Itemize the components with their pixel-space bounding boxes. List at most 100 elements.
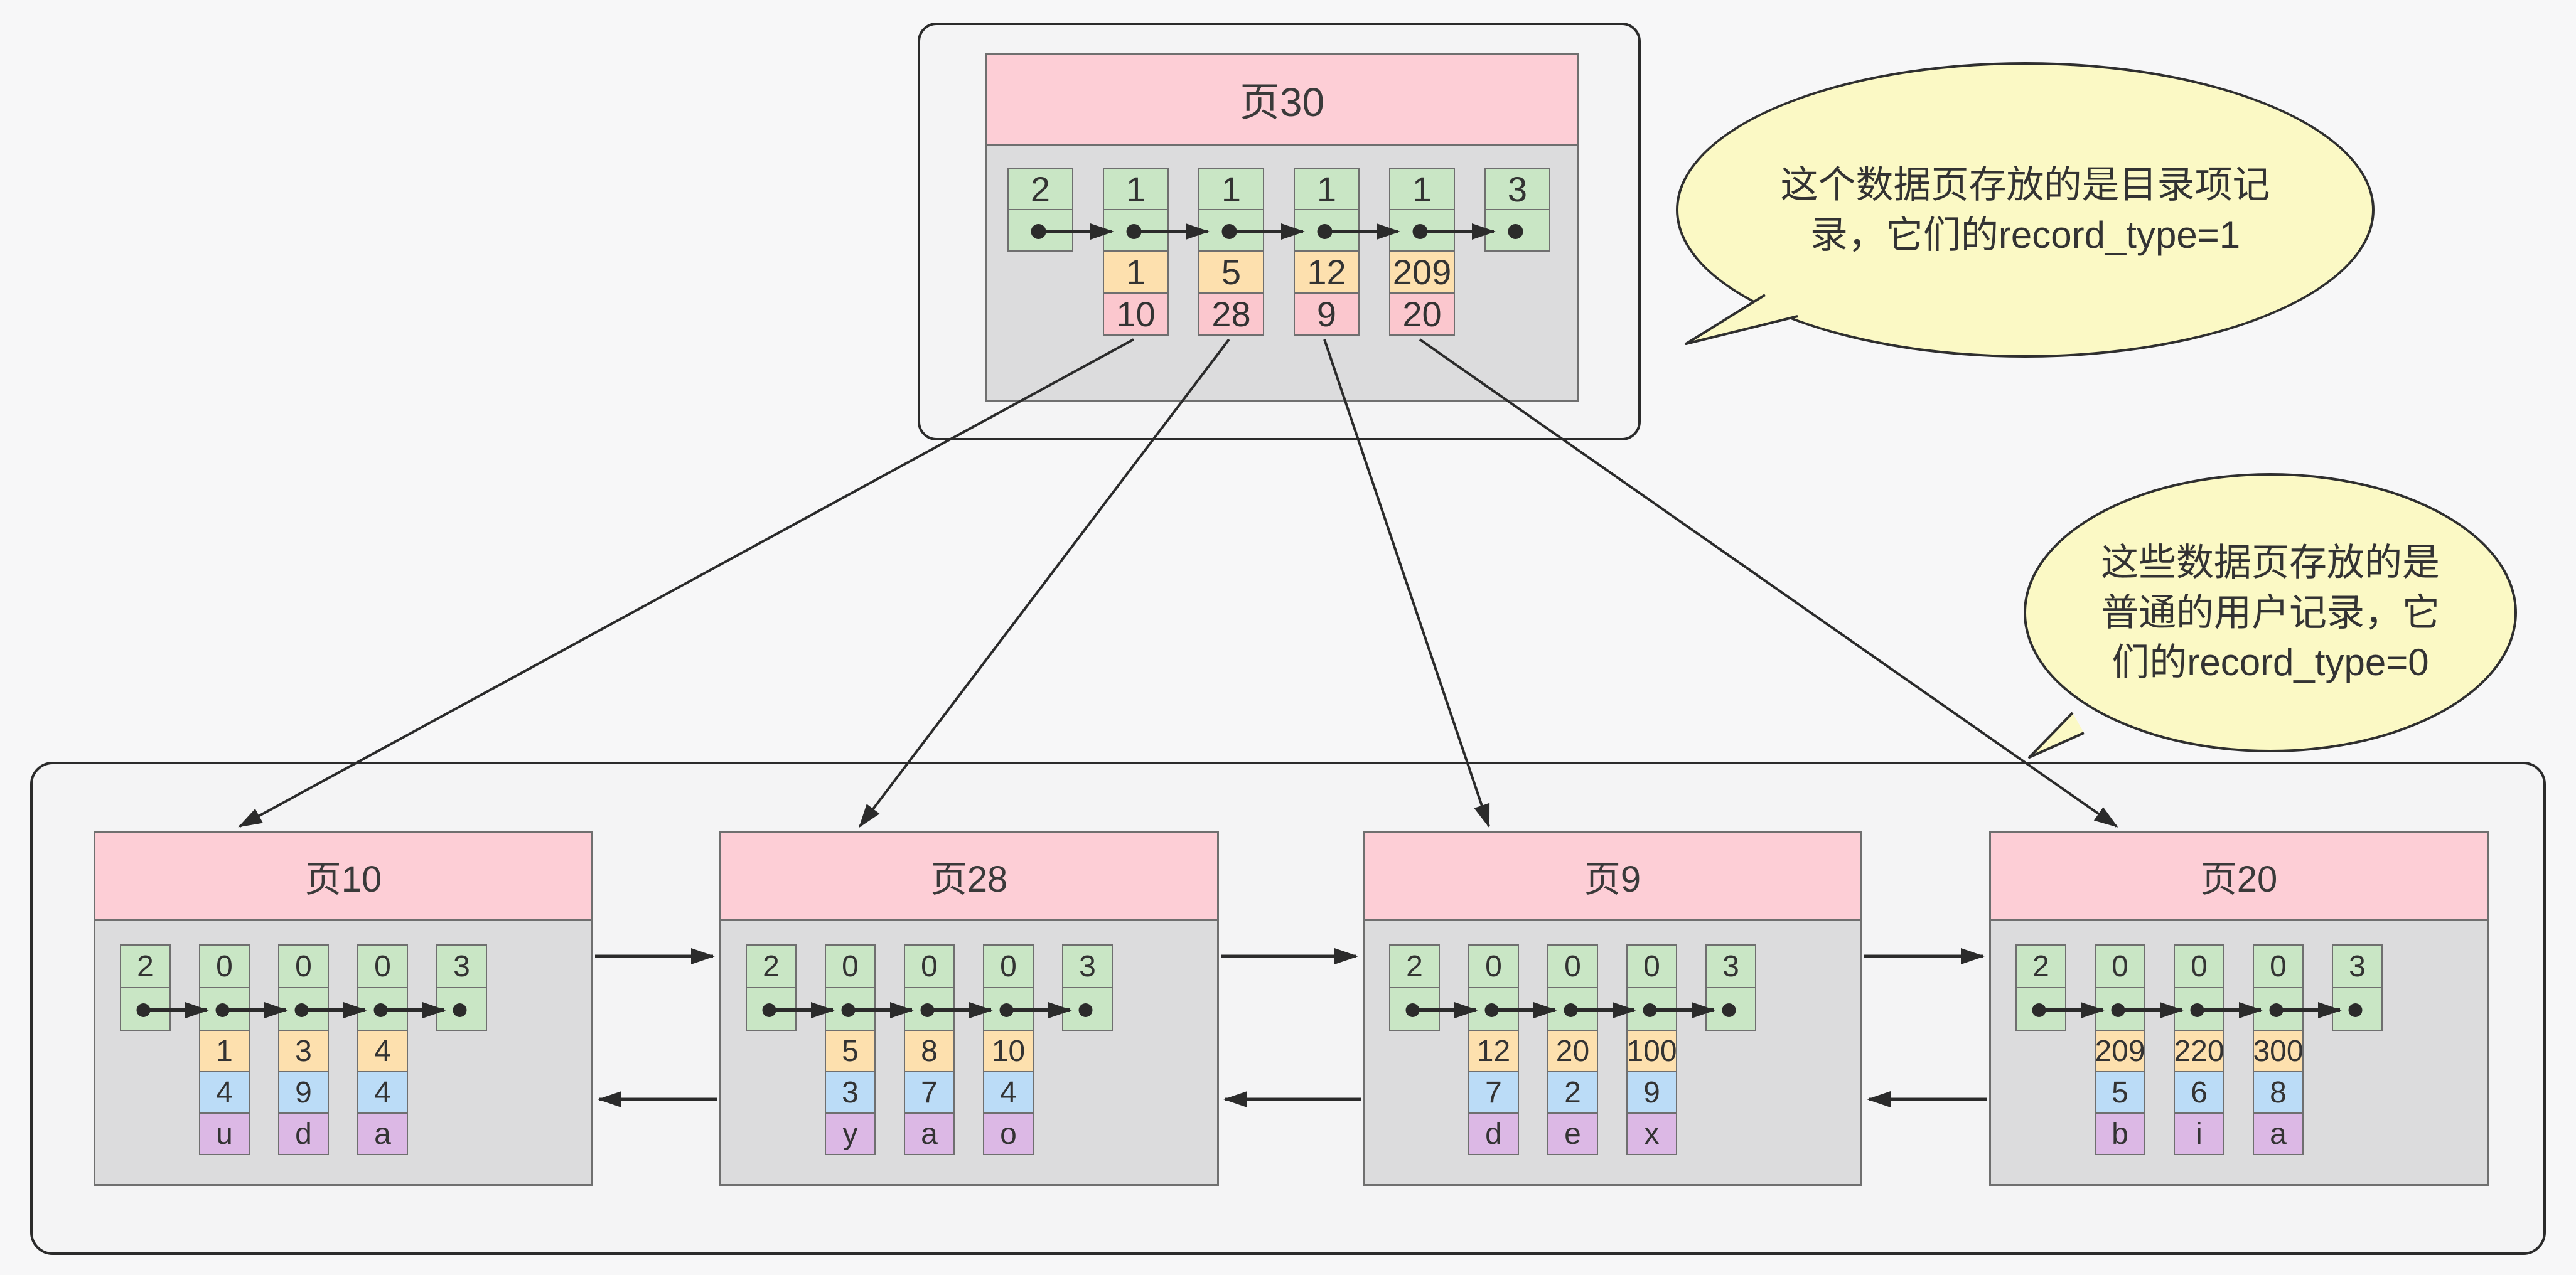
record-col3-cell: d xyxy=(278,1112,329,1155)
callout-internal-records: 这个数据页存放的是目录项记 录，它们的record_type=1 xyxy=(1676,62,2375,358)
record-column: 2 xyxy=(120,944,171,1031)
record-pointer-cell xyxy=(1705,987,1756,1031)
record-col2-cell: 4 xyxy=(983,1071,1034,1114)
record-type-cell: 3 xyxy=(1705,944,1756,988)
record-col3-cell: d xyxy=(1468,1112,1519,1155)
record-column: 2 xyxy=(2015,944,2066,1031)
record-type-cell: 1 xyxy=(1198,168,1264,210)
record-col2-cell: 3 xyxy=(825,1071,876,1114)
record-pointer-cell xyxy=(357,987,408,1031)
record-type-cell: 2 xyxy=(746,944,797,988)
record-col2-cell: 9 xyxy=(278,1071,329,1114)
record-key-cell: 12 xyxy=(1468,1030,1519,1072)
callout-internal-text: 这个数据页存放的是目录项记 录，它们的record_type=1 xyxy=(1780,163,2270,256)
record-key-cell: 5 xyxy=(825,1030,876,1072)
record-pointer-cell xyxy=(2332,987,2383,1031)
record-type-cell: 0 xyxy=(1468,944,1519,988)
record-type-cell: 0 xyxy=(278,944,329,988)
record-pointer-cell xyxy=(2015,987,2066,1031)
record-pointer-cell xyxy=(904,987,955,1031)
record-col3-cell: a xyxy=(904,1112,955,1155)
page-header: 页20 xyxy=(1989,831,2489,921)
record-type-cell: 1 xyxy=(1389,168,1455,210)
record-key-cell: 5 xyxy=(1198,250,1264,294)
record-key-cell: 10 xyxy=(983,1030,1034,1072)
record-type-cell: 0 xyxy=(2253,944,2304,988)
record-key-cell: 4 xyxy=(357,1030,408,1072)
record-type-cell: 2 xyxy=(120,944,171,988)
record-key-cell: 3 xyxy=(278,1030,329,1072)
record-column: 3 xyxy=(436,944,487,1031)
record-key-cell: 1 xyxy=(199,1030,250,1072)
record-col2-cell: 2 xyxy=(1547,1071,1598,1114)
record-type-cell: 0 xyxy=(2095,944,2145,988)
record-pageno-cell: 20 xyxy=(1389,292,1455,336)
record-key-cell: 209 xyxy=(1389,250,1455,294)
record-col2-cell: 7 xyxy=(1468,1071,1519,1114)
record-column: 2 xyxy=(1007,168,1073,252)
page-header: 页30 xyxy=(985,53,1579,146)
callout-leaf-records: 这些数据页存放的是 普通的用户记录，它 们的record_type=0 xyxy=(2024,473,2517,752)
record-type-cell: 3 xyxy=(436,944,487,988)
record-type-cell: 0 xyxy=(357,944,408,988)
record-pointer-cell xyxy=(2095,987,2145,1031)
record-pointer-cell xyxy=(1484,209,1550,252)
record-pointer-cell xyxy=(1468,987,1519,1031)
record-type-cell: 1 xyxy=(1294,168,1360,210)
record-type-cell: 0 xyxy=(825,944,876,988)
record-key-cell: 12 xyxy=(1294,250,1360,294)
record-column: 3 xyxy=(1484,168,1550,252)
record-pointer-cell xyxy=(1389,987,1440,1031)
record-col3-cell: y xyxy=(825,1112,876,1155)
record-col3-cell: u xyxy=(199,1112,250,1155)
record-col3-cell: e xyxy=(1547,1112,1598,1155)
record-pointer-cell xyxy=(1198,209,1264,252)
record-pointer-cell xyxy=(983,987,1034,1031)
record-col3-cell: a xyxy=(2253,1112,2304,1155)
record-col2-cell: 4 xyxy=(199,1071,250,1114)
record-pageno-cell: 28 xyxy=(1198,292,1264,336)
record-type-cell: 3 xyxy=(2332,944,2383,988)
record-pointer-cell xyxy=(746,987,797,1031)
record-type-cell: 2 xyxy=(1389,944,1440,988)
record-pointer-cell xyxy=(120,987,171,1031)
record-key-cell: 1 xyxy=(1103,250,1169,294)
record-pointer-cell xyxy=(1389,209,1455,252)
record-pointer-cell xyxy=(436,987,487,1031)
record-type-cell: 0 xyxy=(983,944,1034,988)
record-key-cell: 100 xyxy=(1626,1030,1677,1072)
record-type-cell: 1 xyxy=(1103,168,1169,210)
record-column: 3 xyxy=(1062,944,1113,1031)
record-col3-cell: i xyxy=(2174,1112,2224,1155)
record-type-cell: 0 xyxy=(904,944,955,988)
page-header: 页28 xyxy=(719,831,1219,921)
record-col2-cell: 4 xyxy=(357,1071,408,1114)
record-type-cell: 2 xyxy=(1007,168,1073,210)
record-key-cell: 220 xyxy=(2174,1030,2224,1072)
record-column: 2 xyxy=(746,944,797,1031)
record-col2-cell: 8 xyxy=(2253,1071,2304,1114)
